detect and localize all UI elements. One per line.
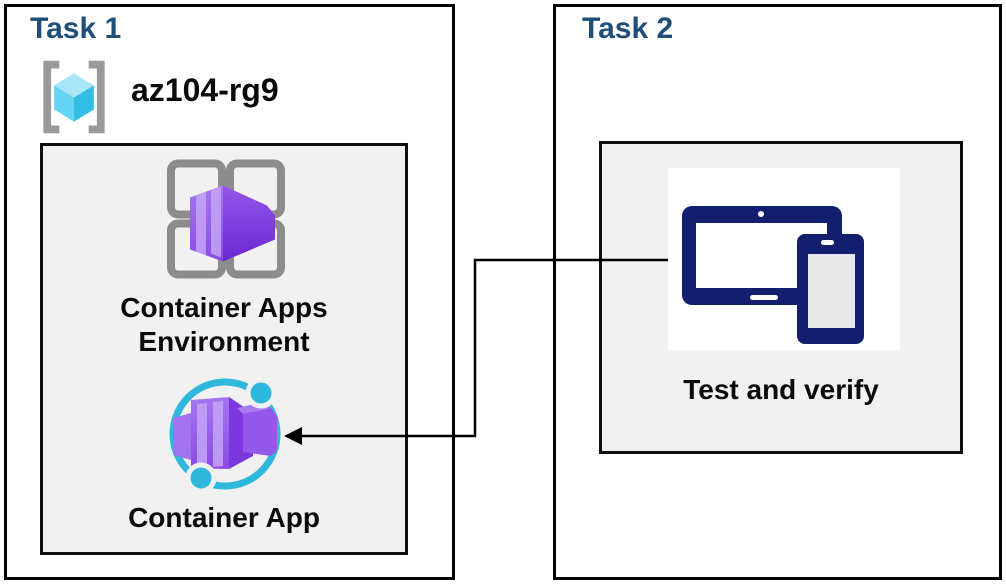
container-app-icon xyxy=(169,377,281,494)
tablet-phone-icon xyxy=(682,206,864,344)
container-apps-environment-icon xyxy=(167,159,285,279)
task1-title: Task 1 xyxy=(30,12,122,45)
resource-group-name: az104-rg9 xyxy=(131,72,279,108)
task2-title: Task 2 xyxy=(582,12,674,45)
resource-group-icon xyxy=(43,60,105,134)
container-app-label: Container App xyxy=(128,502,320,533)
device-icon-card xyxy=(668,168,900,350)
container-apps-environment-label: Container Apps Environment xyxy=(120,292,328,357)
test-and-verify-label: Test and verify xyxy=(683,374,879,405)
